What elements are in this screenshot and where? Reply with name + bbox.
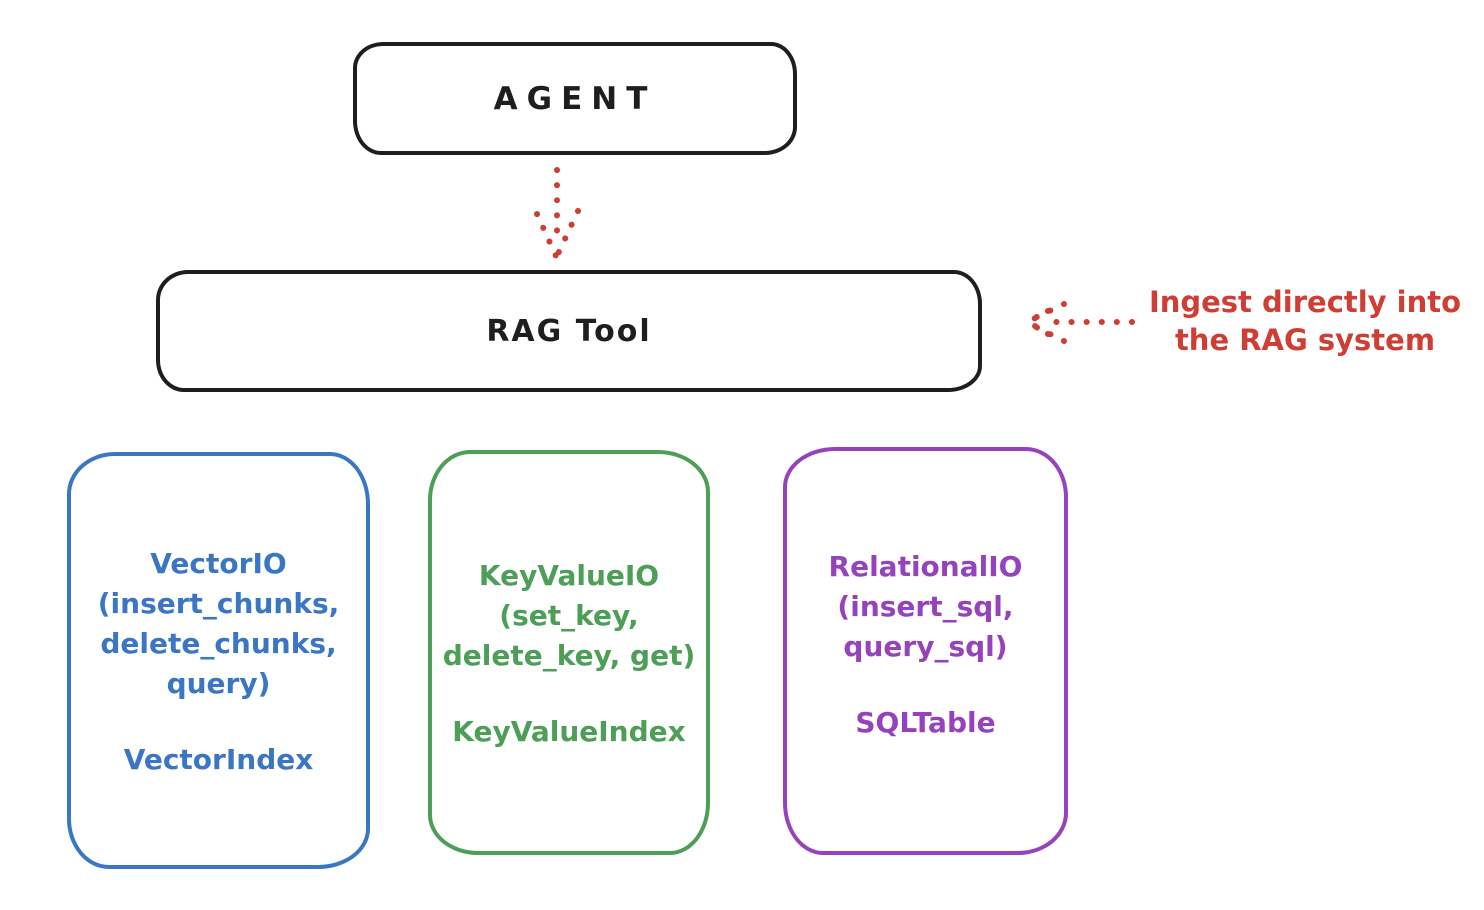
store-methods-block: KeyValueIO (set_key, delete_key, get) [443, 556, 696, 676]
store-index-name: KeyValueIndex [452, 715, 686, 748]
agent-to-ragtool-arrow-icon [534, 167, 581, 259]
store-line: query) [166, 667, 271, 700]
store-line: (set_key, [499, 599, 639, 632]
ingest-arrow-icon [1023, 301, 1135, 344]
vector-io-node: VectorIO (insert_chunks, delete_chunks, … [67, 452, 370, 869]
rag-tool-node: RAG Tool [156, 270, 982, 392]
rag-tool-label: RAG Tool [486, 313, 652, 349]
ingest-annotation-line2: the RAG system [1174, 323, 1436, 357]
store-index-name: VectorIndex [123, 743, 314, 776]
store-line: (insert_chunks, [97, 587, 340, 620]
store-line: RelationalIO [828, 550, 1023, 583]
store-line: KeyValueIO [478, 559, 660, 592]
store-methods-block: VectorIO (insert_chunks, delete_chunks, … [98, 544, 340, 704]
keyvalue-io-node: KeyValueIO (set_key, delete_key, get) Ke… [428, 450, 710, 855]
ingest-annotation: Ingest directly into the RAG system [1138, 283, 1472, 359]
store-line: delete_key, get) [442, 639, 696, 672]
store-methods-block: RelationalIO (insert_sql, query_sql) [829, 547, 1023, 667]
store-line: VectorIO [150, 547, 287, 580]
store-index-name: SQLTable [855, 706, 996, 739]
agent-label: AGENT [493, 80, 657, 117]
agent-node: AGENT [353, 42, 797, 155]
relational-io-node: RelationalIO (insert_sql, query_sql) SQL… [783, 447, 1068, 855]
store-line: query_sql) [843, 630, 1008, 663]
store-line: delete_chunks, [100, 627, 337, 660]
store-line: (insert_sql, [837, 590, 1014, 623]
ingest-annotation-line1: Ingest directly into [1148, 285, 1462, 319]
